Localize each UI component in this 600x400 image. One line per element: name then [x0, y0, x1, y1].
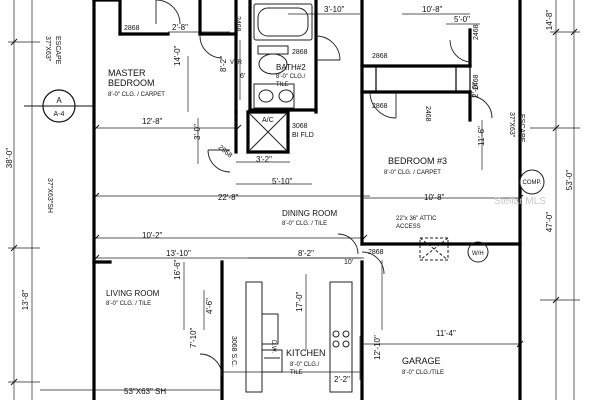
dim-label: 7'-10" — [189, 327, 198, 348]
dim-label: 3'-0" — [193, 124, 202, 140]
kitchen-spec-1: 8'-0" CLG./ — [290, 362, 320, 368]
door-label: 2468 — [473, 74, 480, 90]
dim-left-bottom: 13'-8" — [21, 290, 30, 311]
dimension-labels: 38'-0" 13'-8" 53'-0" 47'-0" 14'-8" 2'-8"… — [5, 5, 574, 384]
attic-label-2: ACCESS — [396, 224, 421, 230]
dim-label: 2'-2" — [334, 375, 350, 384]
hall-closet-band — [361, 65, 471, 93]
dim-label: 14'-0" — [173, 45, 182, 66]
kitchen-spec-2: TILE — [290, 370, 303, 376]
door-label: 3068 S.C. — [230, 336, 237, 367]
dim-label: 10' — [344, 259, 353, 266]
dim-label: 10'-8" — [424, 193, 445, 202]
attic-label-1: 22"x 36" ATTIC — [396, 216, 437, 222]
closet-code-label: 3068 — [292, 123, 308, 130]
ac-unit — [249, 113, 287, 151]
section-marker-top: A — [56, 96, 62, 105]
dim-label: 12'-10" — [373, 335, 382, 360]
door-label: 2868 — [372, 103, 388, 110]
toilet — [257, 45, 289, 75]
bedroom3-spec: 8'-0" CLG. / CARPET — [384, 170, 441, 176]
section-marker: A A-4 — [24, 89, 94, 123]
garage-title: GARAGE — [402, 356, 441, 366]
door-labels: 2868 2468 2868 2868 2468 2468 2868 2468 … — [124, 16, 480, 367]
bath2-spec-2: TILE — [276, 82, 289, 88]
window-label: ESCAPE — [54, 36, 61, 65]
bath2-title: BATH#2 — [276, 63, 306, 72]
window-labels: 37"X63" ESCAPE 37"X63"SH 37"X63" ESCAPE … — [44, 36, 525, 396]
bathtub — [253, 3, 313, 41]
window-label: 37"X63"SH — [46, 178, 53, 213]
door-label: 2468 — [424, 106, 431, 122]
dimension-lines — [8, 0, 580, 400]
dim-label: 2'-8" — [172, 23, 188, 32]
dim-label: 6' — [240, 73, 245, 80]
fixture-labels: A/C 3068 BI FLD VTR D.W. W/H COMP. 22"x … — [230, 60, 542, 353]
dim-label: 17'-0" — [295, 291, 304, 312]
dim-right-total: 53'-0" — [565, 170, 574, 191]
door-label: 2868 — [372, 53, 388, 60]
dim-label: 10'-2" — [142, 231, 163, 240]
dining-title: DINING ROOM — [282, 209, 337, 218]
kitchen-counter — [245, 281, 353, 393]
door-swings — [155, 0, 493, 377]
door-label: 2868 — [124, 25, 140, 32]
window-label: 53"X63" SH — [124, 387, 166, 396]
dim-label: 22'-8" — [218, 193, 239, 202]
kitchen-title: KITCHEN — [286, 348, 326, 358]
dw-label: D.W. — [270, 340, 276, 353]
dim-label: 12'-8" — [142, 117, 163, 126]
dim-label: 11'-6" — [477, 126, 486, 146]
vtr-label: VTR — [230, 60, 243, 66]
door-label: 2468 — [234, 16, 241, 32]
dim-label: 3'-10" — [324, 5, 345, 14]
dim-label: 16'-6" — [173, 259, 182, 280]
dim-label: 13'-10" — [166, 249, 191, 258]
door-label: 2468 — [473, 24, 480, 40]
section-marker-bottom: A-4 — [54, 111, 65, 118]
dim-label: 2'-0" — [471, 82, 480, 98]
garage-spec: 8'-0" CLG./TILE — [402, 370, 444, 376]
door-label: 2868 — [368, 249, 384, 256]
dim-right-mid: 47'-0" — [545, 212, 554, 233]
bath2-spec-1: 8'-0" CLG./ — [276, 74, 306, 80]
dim-label: 4'-6" — [205, 298, 214, 314]
window-label: 37"X63" — [508, 112, 515, 138]
dim-overall-height: 38'-0" — [5, 148, 14, 169]
attic-access — [419, 237, 449, 261]
closet-type-label: BI FLD — [292, 132, 314, 139]
dim-label: 10'-8" — [422, 5, 443, 14]
dining-spec: 8'-0" CLG. / TILE — [282, 221, 327, 227]
dim-label: 5'-0" — [454, 15, 470, 24]
door-label: 2868 — [217, 144, 234, 159]
vanity — [253, 83, 295, 109]
dim-label: 5'-10" — [272, 177, 293, 186]
window-label: ESCAPE — [518, 114, 525, 143]
master-bedroom-spec: 8'-0" CLG. / CARPET — [108, 92, 165, 98]
room-labels: MASTER BEDROOM 8'-0" CLG. / CARPET BATH#… — [106, 63, 447, 376]
walls — [92, 0, 522, 400]
ac-label: A/C — [262, 117, 274, 124]
living-spec: 8'-0" CLG. / TILE — [106, 301, 151, 307]
dimension-ticks — [10, 28, 578, 386]
door-label: 2868 — [292, 49, 308, 56]
compressor-pad — [519, 169, 545, 195]
water-heater — [467, 241, 489, 263]
dim-right-top: 14'-8" — [545, 10, 554, 31]
wh-label: W/H — [472, 251, 484, 257]
dim-label: 3'-2" — [256, 155, 272, 164]
master-bedroom-title-1: MASTER — [108, 68, 146, 78]
bedroom3-title: BEDROOM #3 — [388, 156, 447, 166]
window-label: 37"X63" — [44, 36, 51, 62]
dim-label: 8'-2" — [219, 56, 228, 72]
comp-label: COMP. — [523, 180, 542, 186]
master-bedroom-title-2: BEDROOM — [108, 78, 155, 88]
dim-label: 8'-2" — [298, 249, 314, 258]
dim-label: 11'-4" — [436, 329, 456, 338]
living-title: LIVING ROOM — [106, 289, 160, 298]
watermark: Stellar MLS — [494, 196, 546, 207]
